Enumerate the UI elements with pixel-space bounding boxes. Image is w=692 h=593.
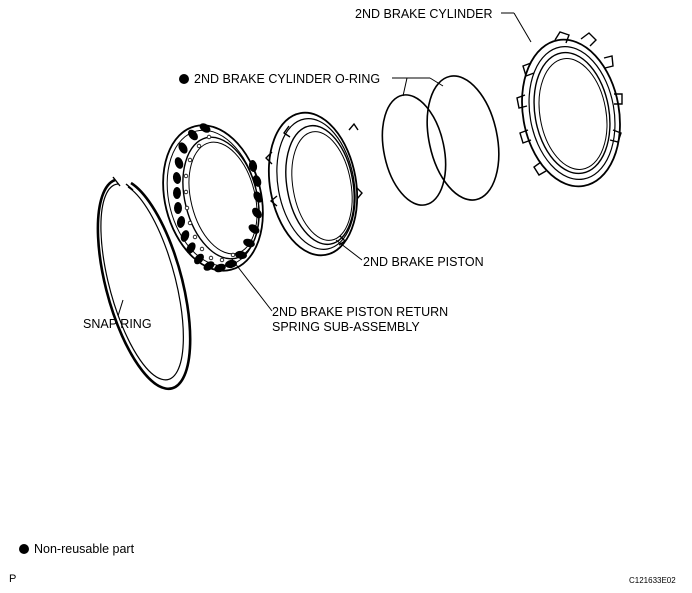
legend-non-reusable-text: Non-reusable part	[34, 542, 135, 556]
o-ring-label: 2ND BRAKE CYLINDER O-RING	[194, 72, 381, 86]
o-ring-part	[381, 75, 500, 206]
non-reusable-legend-dot-icon	[19, 544, 29, 554]
leader-snap-ring	[117, 299, 124, 317]
leader-o-ring-2	[429, 77, 444, 87]
legend-non-reusable: Non-reusable part	[19, 542, 134, 556]
return-spring-subassembly-part	[162, 123, 264, 273]
brake-cylinder-part	[516, 31, 623, 188]
brake-piston-label: 2ND BRAKE PISTON	[363, 255, 484, 269]
return-spring-label-line2: SPRING SUB-ASSEMBLY	[272, 320, 420, 334]
return-spring-label-line1: 2ND BRAKE PISTON RETURN	[272, 305, 449, 319]
page-code: P	[9, 573, 17, 585]
figure-id: C121633E02	[629, 576, 676, 585]
non-reusable-dot-icon	[179, 74, 189, 84]
leader-return-spring	[230, 257, 273, 312]
o-ring-label-row: 2ND BRAKE CYLINDER O-RING	[179, 72, 380, 86]
snap-ring-label: SNAP RING	[83, 317, 152, 331]
brake-piston-part	[265, 111, 363, 257]
brake-cylinder-label: 2ND BRAKE CYLINDER	[355, 7, 493, 21]
leader-brake-cylinder	[513, 12, 532, 43]
leader-o-ring-1	[402, 77, 408, 97]
leader-brake-piston	[335, 239, 363, 261]
snap-ring-part	[96, 176, 192, 391]
